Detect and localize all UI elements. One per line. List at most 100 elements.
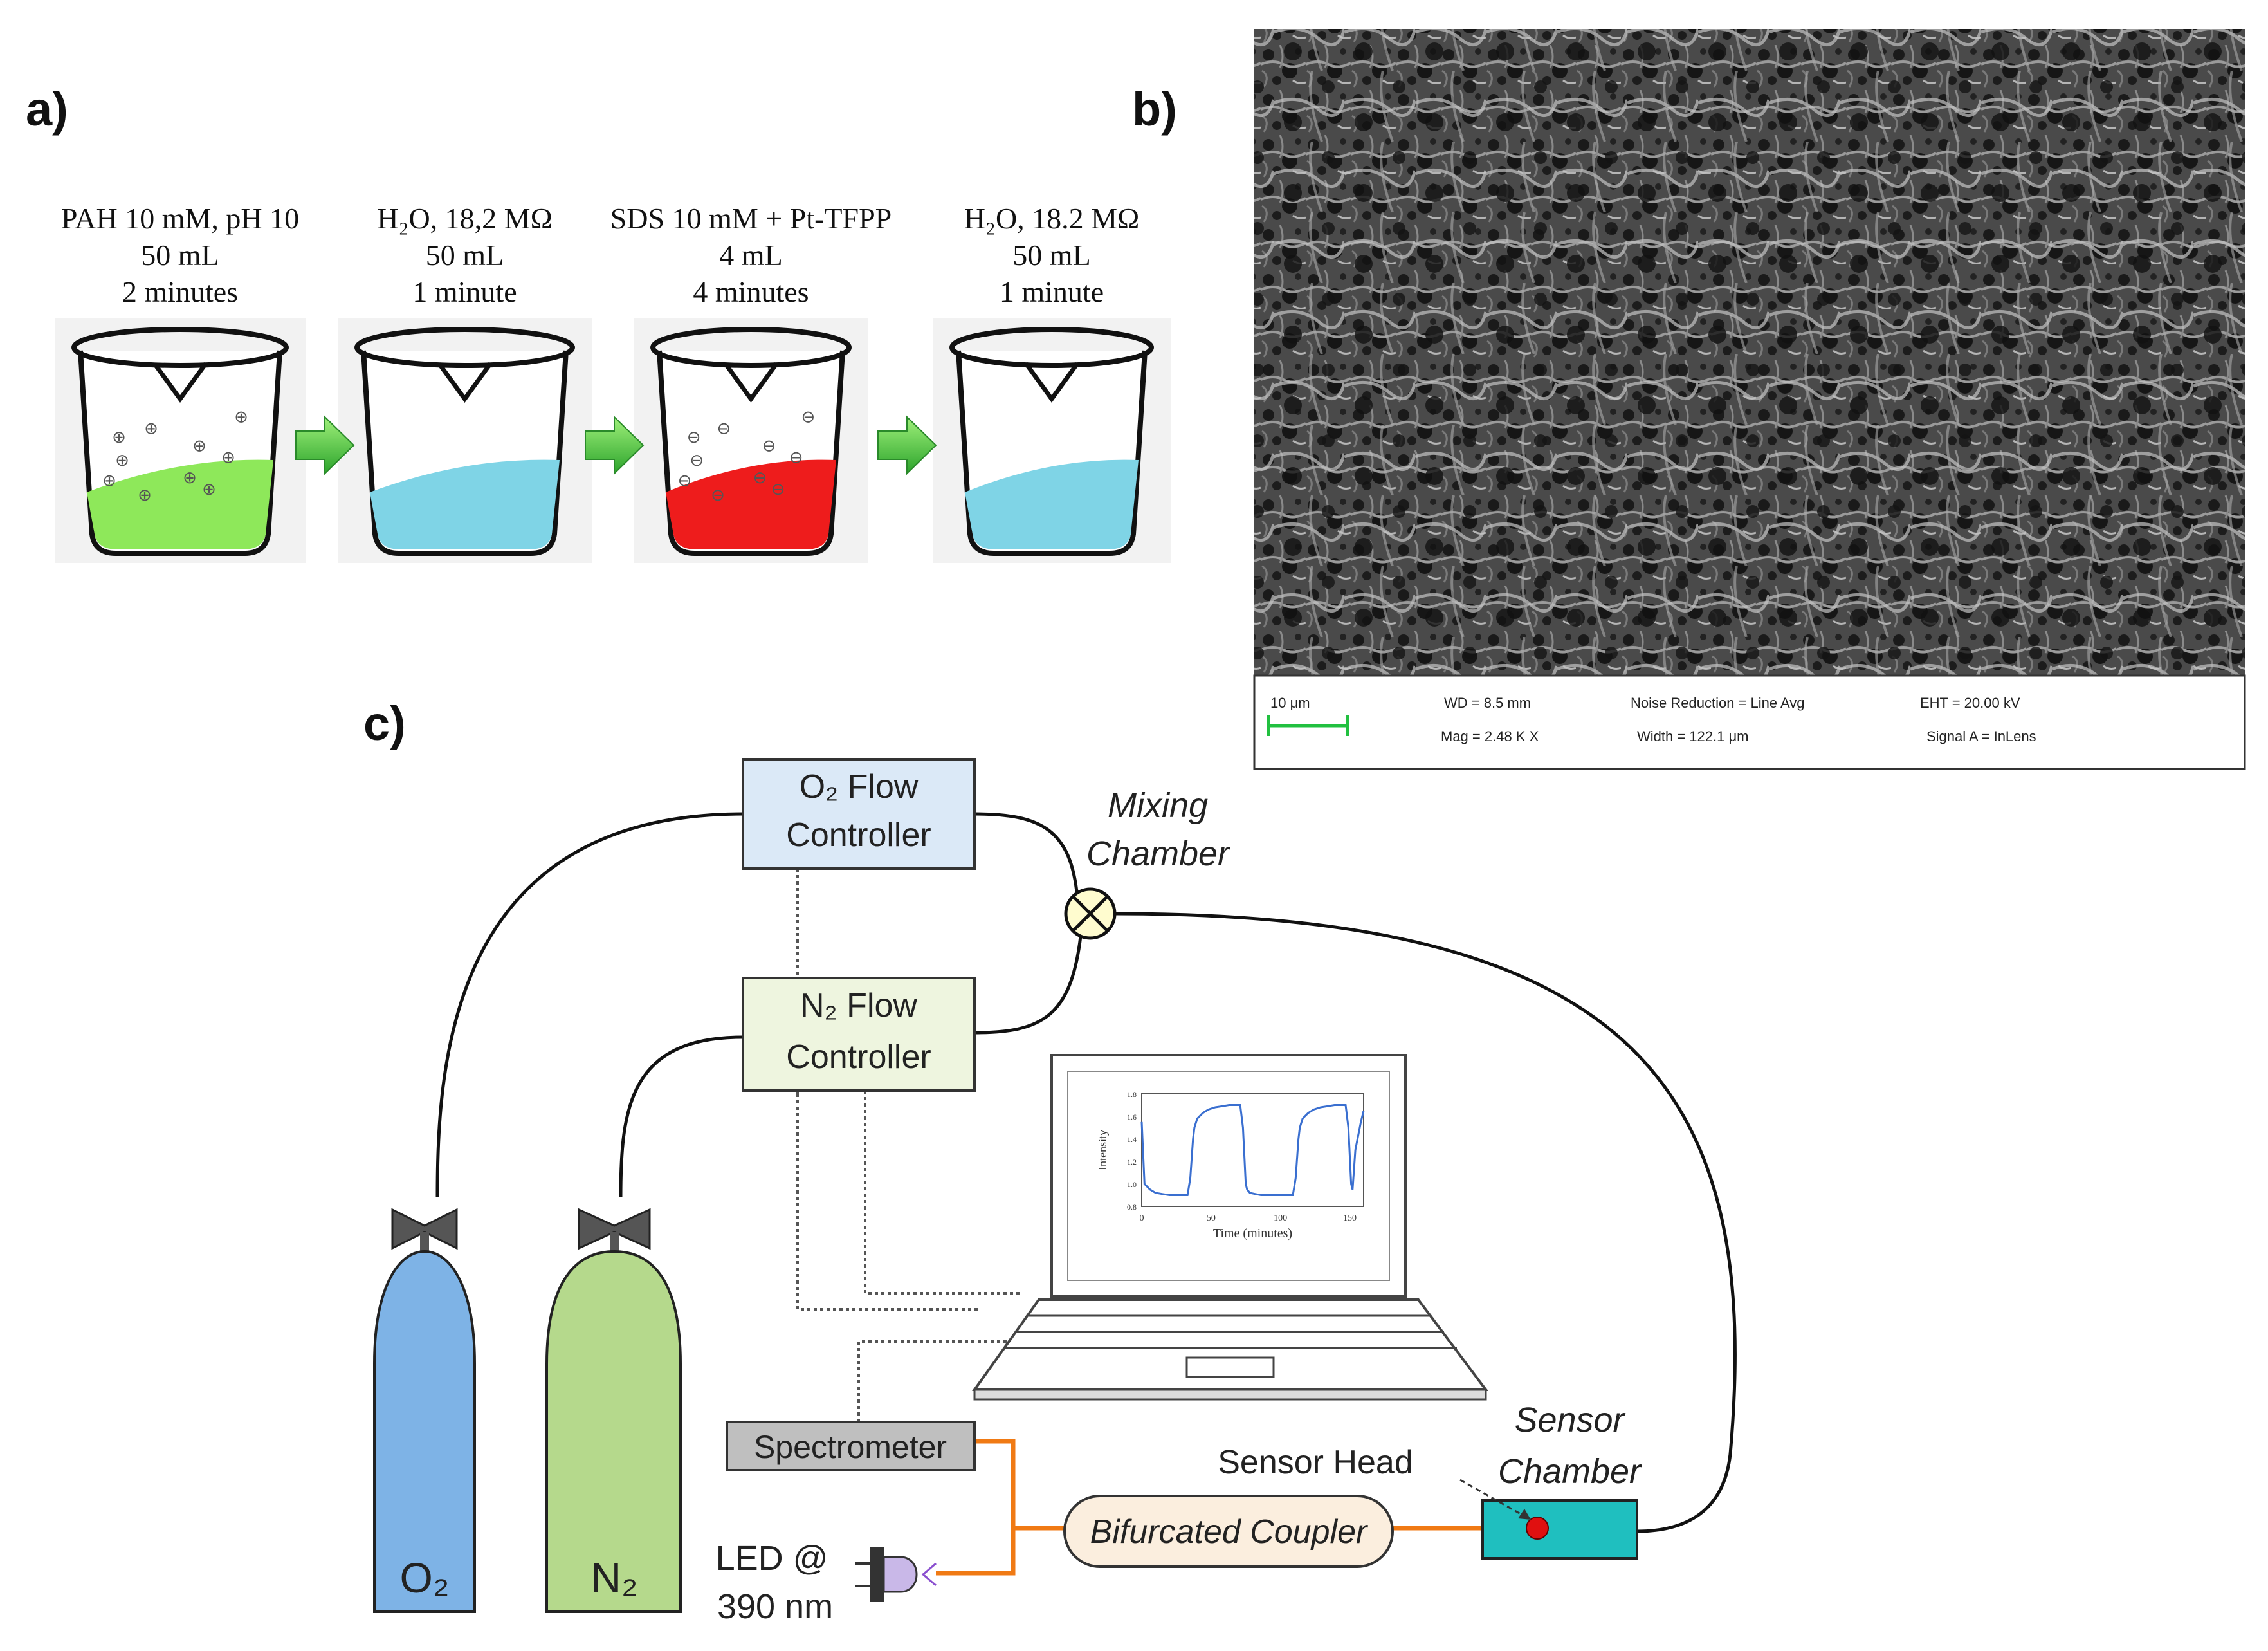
step-2-line1: H₂O, 18,2 MΩ [377, 202, 553, 235]
o2-controller-line2: Controller [786, 816, 931, 854]
ion-charge: ⊖ [687, 428, 701, 447]
o2-cylinder-group: O₂ [373, 1208, 476, 1613]
ion-charge: ⊖ [801, 408, 816, 427]
pipe-n2-cylinder-to-controller [619, 1035, 744, 1197]
beaker-rim [949, 327, 1154, 368]
step-1-line3: 2 minutes [122, 275, 238, 308]
mixing-chamber-line2: Chamber [1086, 835, 1230, 873]
ion-charge: ⊕ [112, 428, 126, 447]
step-arrow-icon-2 [585, 415, 645, 475]
step-4-line1: H₂O, 18.2 MΩ [964, 202, 1140, 235]
o2-flow-controller [742, 758, 976, 870]
sensor-chamber-line2: Chamber [1498, 1452, 1642, 1491]
o2-valve-stem [420, 1232, 429, 1251]
ion-charge: ⊖ [717, 420, 731, 439]
step-3-line2: 4 mL [719, 239, 782, 272]
panel-label-c: c) [363, 697, 406, 750]
ion-charge: ⊖ [753, 468, 767, 488]
chart-y-tick-label: 1.8 [1127, 1090, 1137, 1099]
panel-c-setup-diagram: O₂ Flow Controller N₂ Flow Controller Mi… [373, 758, 1737, 1626]
step-arrow-icon-1 [295, 415, 355, 475]
ion-charge: ⊕ [221, 448, 235, 468]
beaker-liquid [666, 459, 836, 549]
chart-y-axis-label: Intensity [1096, 1130, 1109, 1170]
mixing-chamber-line1: Mixing [1108, 786, 1208, 825]
control-line-o2 [796, 869, 981, 1311]
ion-charge: ⊖ [711, 486, 725, 505]
panel-label-b: b) [1132, 82, 1177, 136]
bifurcated-coupler [1063, 1495, 1394, 1568]
n2-flow-controller [742, 977, 976, 1092]
beaker-spout [437, 362, 493, 403]
beaker-spout [723, 362, 779, 403]
chart-x-tick-label: 150 [1343, 1213, 1357, 1223]
chart-x-tick-label: 50 [1207, 1213, 1216, 1223]
ion-charge: ⊖ [771, 480, 785, 499]
ion-charge: ⊖ [789, 448, 803, 468]
sem-noise-reduction: Noise Reduction = Line Avg [1631, 695, 1805, 711]
ion-charge: ⊕ [102, 472, 116, 491]
chart-y-tick-label: 1.0 [1127, 1180, 1137, 1189]
pipe-o2-cylinder-to-controller [435, 812, 744, 1197]
o2-controller-line1: O₂ Flow [800, 768, 919, 806]
sem-texture-overlay [1254, 29, 2245, 676]
mixing-cross-2 [1072, 895, 1109, 932]
chart-x-tick-label: 0 [1140, 1213, 1144, 1223]
beaker-liquid [87, 459, 273, 549]
chart-y-tick-label: 1.2 [1127, 1158, 1137, 1167]
beaker-liquid [370, 459, 560, 549]
chart-plot-area [1141, 1093, 1364, 1207]
chart-y-tick-label: 1.4 [1127, 1135, 1137, 1144]
n2-controller-line1: N₂ Flow [800, 987, 917, 1024]
led-label-line1: LED @ [716, 1539, 828, 1578]
control-line-spectrometer [857, 1340, 1029, 1422]
n2-controller-line2: Controller [786, 1038, 931, 1076]
sem-width: Width = 122.1 μm [1637, 728, 1748, 744]
beaker-spout [152, 362, 208, 403]
n2-cylinder [545, 1250, 682, 1613]
chart-x-tick-label: 100 [1274, 1213, 1287, 1223]
sem-info-bar [1253, 674, 2246, 770]
spectrometer-label: Spectrometer [754, 1429, 947, 1465]
step-2-line2: 50 mL [426, 239, 504, 272]
chart-x-axis-label: Time (minutes) [1213, 1226, 1292, 1241]
o2-cylinder [373, 1250, 476, 1613]
led-bulb [883, 1556, 918, 1593]
step-3-line3: 4 minutes [693, 275, 809, 308]
o2-cylinder-label: O₂ [400, 1554, 450, 1601]
chart-series-line [1140, 1104, 1365, 1196]
ion-charge: ⊖ [690, 451, 704, 470]
n2-valve-icon [578, 1208, 651, 1250]
sensor-head-pointer [1459, 1479, 1532, 1521]
sensor-head-dot [1526, 1517, 1549, 1540]
led-emission-icon [921, 1562, 937, 1587]
sem-eht: EHT = 20.00 kV [1920, 695, 2020, 711]
sem-wd: WD = 8.5 mm [1444, 695, 1531, 711]
beaker-rim [354, 327, 575, 368]
step-3-line1: SDS 10 mM + Pt-TFPP [610, 202, 892, 235]
bifurcated-coupler-label: Bifurcated Coupler [1090, 1513, 1369, 1551]
beaker-liquid [965, 459, 1139, 549]
beaker-spout [1024, 362, 1079, 403]
pipe-mixer-to-sensor-chamber [1115, 912, 1737, 1533]
ion-charge: ⊕ [138, 486, 152, 505]
ion-charge: ⊕ [234, 408, 248, 427]
ion-charge: ⊕ [202, 480, 216, 499]
step-2-line3: 1 minute [412, 275, 517, 308]
fiber-spectrometer-to-led [936, 1439, 1016, 1576]
chart-y-tick-label: 1.6 [1127, 1112, 1137, 1121]
step-1-line1: PAH 10 mM, pH 10 [61, 202, 299, 235]
pipe-o2-controller-to-mixer [974, 812, 1079, 898]
ion-charge: ⊕ [183, 468, 197, 488]
beaker-rim [71, 327, 289, 368]
ion-charge: ⊖ [678, 472, 692, 491]
ion-charge: ⊕ [115, 451, 129, 470]
sensor-head-label: Sensor Head [1218, 1444, 1413, 1481]
n2-cylinder-label: N₂ [590, 1554, 637, 1601]
sem-mag: Mag = 2.48 K X [1441, 728, 1539, 744]
control-line-n2 [864, 1091, 1023, 1295]
spectrometer-box [726, 1421, 976, 1471]
sensor-chamber-line1: Sensor [1514, 1401, 1625, 1439]
